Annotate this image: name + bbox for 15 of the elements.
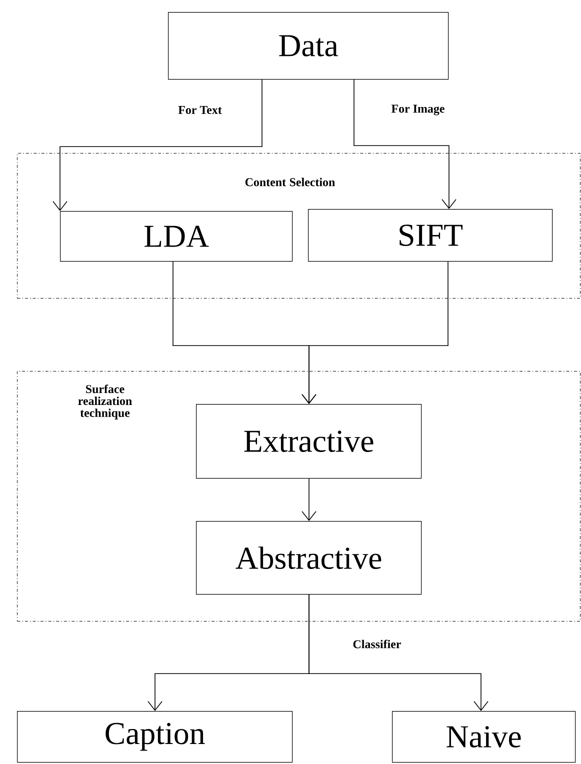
arrow xyxy=(302,478,316,521)
process-box: LDA xyxy=(60,211,293,262)
process-box: Caption xyxy=(17,711,293,763)
arrow xyxy=(308,594,488,711)
process-box: Naive xyxy=(392,711,576,763)
process-box: Extractive xyxy=(196,404,422,479)
process-box: Abstractive xyxy=(196,521,422,595)
arrow xyxy=(302,261,448,404)
branch-label: Classifier xyxy=(353,640,401,648)
arrow xyxy=(354,79,456,209)
edge-label: For Image xyxy=(391,104,444,116)
process-box: Data xyxy=(168,12,449,80)
edge-label: For Text xyxy=(178,106,222,114)
process-box: SIFT xyxy=(308,209,553,262)
arrow xyxy=(52,79,262,211)
